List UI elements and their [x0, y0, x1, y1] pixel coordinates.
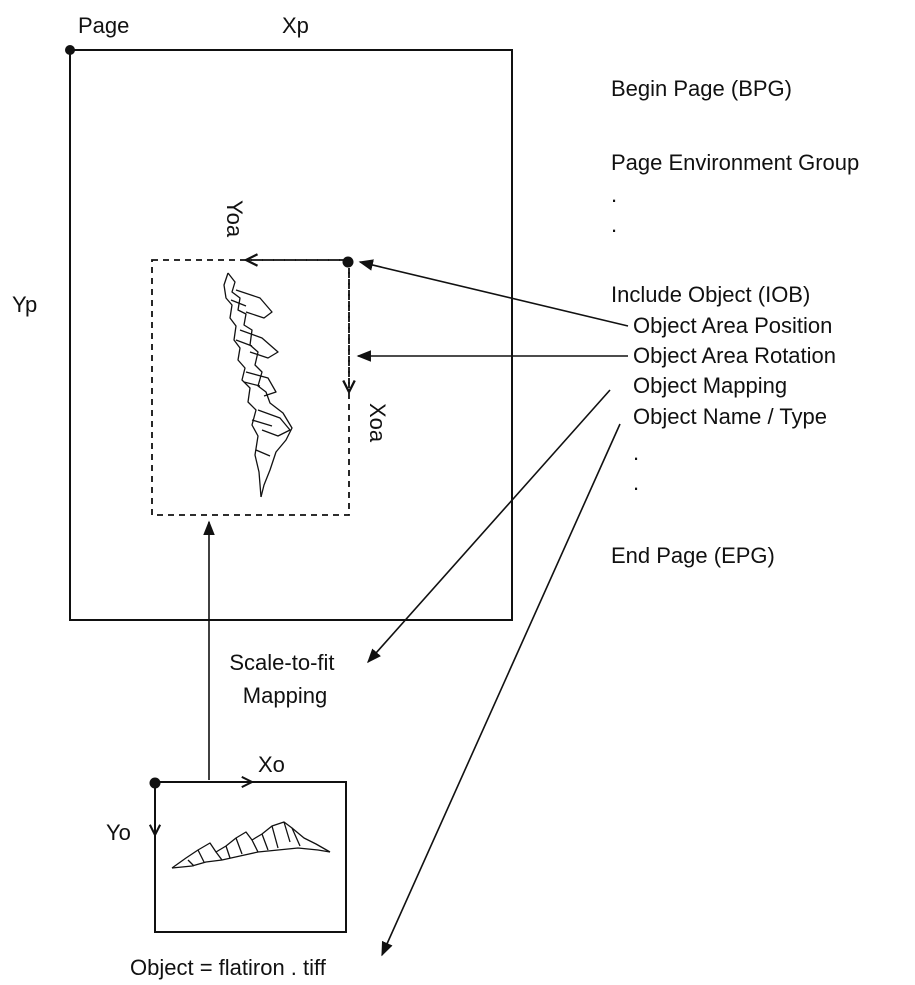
ellipsis-dot-4: . [633, 470, 639, 495]
object-area-x-axis-label: Xoa [365, 403, 390, 443]
include-object-label: Include Object (IOB) [611, 282, 810, 307]
ellipsis-dot-3: . [633, 440, 639, 465]
name-type-leader-arrow [382, 424, 620, 955]
object-area-position-label: Object Area Position [633, 313, 832, 338]
page-environment-group-label: Page Environment Group [611, 150, 859, 175]
object-name-type-label: Object Name / Type [633, 404, 827, 429]
page-x-axis-label: Xp [282, 13, 309, 38]
object-caption: Object = flatiron . tiff [130, 955, 327, 980]
ellipsis-dot-2: . [611, 212, 617, 237]
mountain-image [172, 822, 330, 868]
mapping-label-line-1: Scale-to-fit [229, 650, 334, 675]
rotated-mountain-image [224, 273, 292, 497]
end-page-label: End Page (EPG) [611, 543, 775, 568]
object-x-axis-label: Xo [258, 752, 285, 777]
page-origin-dot [65, 45, 75, 55]
begin-page-label: Begin Page (BPG) [611, 76, 792, 101]
object-y-axis-label: Yo [106, 820, 131, 845]
ellipsis-dot-1: . [611, 182, 617, 207]
object-boundary [155, 782, 346, 932]
object-origin-dot [150, 778, 161, 789]
object-mapping-label: Object Mapping [633, 373, 787, 398]
mapping-label: Scale-to-fit Mapping [229, 650, 340, 708]
page-label: Page [78, 13, 129, 38]
data-stream-structure: Begin Page (BPG) Page Environment Group … [611, 76, 859, 568]
position-leader-arrow [360, 262, 628, 326]
page-y-axis-label: Yp [12, 292, 37, 317]
object-area-y-axis-label: Yoa [222, 200, 247, 238]
object-area-rotation-label: Object Area Rotation [633, 343, 836, 368]
page-boundary [70, 50, 512, 620]
object-area-origin-dot [343, 257, 354, 268]
object-area-boundary [152, 260, 349, 515]
mapping-label-line-2: Mapping [243, 683, 327, 708]
